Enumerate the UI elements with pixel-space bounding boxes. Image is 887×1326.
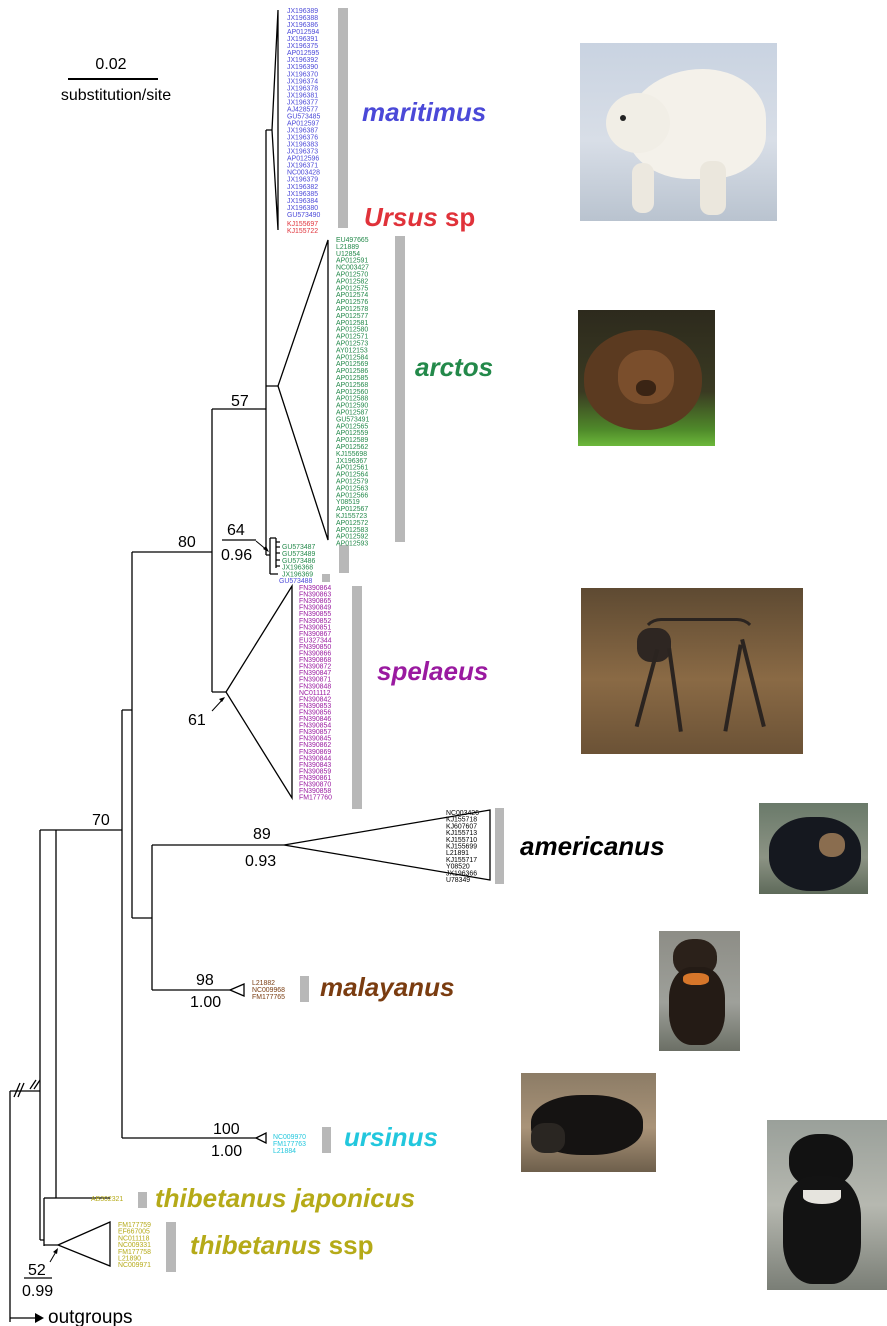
accession-maritimus: JX196385: [287, 191, 318, 198]
accession-maritimus: JX196374: [287, 78, 318, 85]
clade-label-thibetanus-ssp: thibetanus ssp: [190, 1230, 373, 1260]
support-98: 98: [196, 972, 214, 989]
accession-maritimus: AJ428577: [287, 106, 318, 113]
support-100: 100: [213, 1121, 240, 1138]
accession-maritimus: JX196381: [287, 92, 318, 99]
outgroups-label: outgroups: [48, 1307, 133, 1326]
accession-maritimus: AP012594: [287, 29, 319, 36]
accession-malayanus: FM177765: [252, 994, 285, 1001]
accession-maritimus: JX196389: [287, 8, 318, 15]
asiatic-black-bear-photo: [767, 1120, 887, 1290]
ursinus-bar: [322, 1127, 331, 1153]
accession-maritimus: JX196375: [287, 43, 318, 50]
malayanus-bar: [300, 976, 309, 1002]
scale-bar-unit: substitution/site: [61, 87, 171, 104]
arctos-small-bar: [339, 545, 349, 573]
thibetanus-ssp-bar: [166, 1222, 176, 1272]
clade-label-maritimus: maritimus: [362, 97, 486, 127]
accession-labels: JX196389JX196388JX196386AP012594JX196391…: [91, 8, 479, 1269]
clade-label-thibetanus-japonicus: thibetanus japonicus: [155, 1183, 415, 1213]
accession-maritimus: JX196391: [287, 36, 318, 43]
accession-thibetanus-japonicus: AB302321: [91, 1196, 123, 1203]
accession-ursus-sp: KJ155697: [287, 221, 318, 228]
support-values: 57 64 0.96 80 61 70 89 0.93 98 1.00 100 …: [22, 393, 276, 1300]
support-52: 52: [28, 1262, 46, 1279]
support-80: 80: [178, 534, 196, 551]
accession-maritimus: JX196384: [287, 198, 318, 205]
support-70: 70: [92, 812, 110, 829]
accession-americanus: U78349: [446, 877, 470, 884]
accession-maritimus: JX196379: [287, 177, 318, 184]
support-89-pp: 0.93: [245, 853, 276, 870]
support-61: 61: [188, 712, 206, 729]
outgroups: outgroups: [10, 1307, 133, 1326]
accession-maritimus: GU573485: [287, 113, 320, 120]
sloth-bear-photo: [521, 1073, 656, 1172]
scale-bar: 0.02 substitution/site: [61, 56, 171, 104]
accession-maritimus: JX196380: [287, 205, 318, 212]
accession-maritimus: JX196390: [287, 64, 318, 71]
clade-label-americanus: americanus: [520, 831, 665, 861]
arctos-bar: [395, 236, 405, 542]
clade-label-arctos: arctos: [415, 352, 493, 382]
accession-maritimus: AP012597: [287, 120, 319, 127]
accession-maritimus: JX196378: [287, 85, 318, 92]
clade-label-malayanus: malayanus: [320, 972, 454, 1002]
maritimus-single-bar: [322, 574, 330, 582]
spelaeus-bar: [352, 586, 362, 809]
accession-maritimus: JX196373: [287, 149, 318, 156]
accession-maritimus: AP012596: [287, 156, 319, 163]
support-89: 89: [253, 826, 271, 843]
accession-maritimus: JX196388: [287, 15, 318, 22]
scale-bar-value: 0.02: [95, 56, 126, 73]
americanus-bar: [495, 808, 504, 884]
accession-maritimus: JX196382: [287, 184, 318, 191]
support-100-pp: 1.00: [211, 1143, 242, 1160]
support-64: 64: [227, 522, 245, 539]
accession-maritimus: JX196386: [287, 22, 318, 29]
support-64-pp: 0.96: [221, 547, 252, 564]
accession-maritimus: GU573490: [287, 212, 320, 219]
accession-maritimus: JX196377: [287, 99, 318, 106]
support-52-pp: 0.99: [22, 1283, 53, 1300]
cave-bear-skeleton-photo: [581, 588, 803, 754]
brown-bear-photo: [578, 310, 715, 446]
accession-maritimus: JX196376: [287, 135, 318, 142]
accession-maritimus-single: GU573488: [279, 578, 312, 585]
accession-maritimus: JX196387: [287, 128, 318, 135]
accession-maritimus: JX196371: [287, 163, 318, 170]
polar-bear-photo: [580, 43, 777, 221]
clade-label-spelaeus: spelaeus: [377, 656, 488, 686]
accession-maritimus: JX196370: [287, 71, 318, 78]
sun-bear-photo: [659, 931, 740, 1051]
clade-label-ursus-sp: Ursus sp: [364, 202, 475, 232]
accession-maritimus: NC003428: [287, 170, 320, 177]
maritimus-bar: [338, 8, 348, 228]
japonicus-bar: [138, 1192, 147, 1208]
accession-maritimus: AP012595: [287, 50, 319, 57]
accession-spelaeus: FM177760: [299, 795, 332, 802]
clade-label-ursinus: ursinus: [344, 1122, 438, 1152]
accession-ursus-sp: KJ155722: [287, 228, 318, 235]
accession-maritimus: JX196392: [287, 57, 318, 64]
support-57: 57: [231, 393, 249, 410]
support-98-pp: 1.00: [190, 994, 221, 1011]
american-black-bear-photo: [759, 803, 868, 894]
accession-thibetanus-ssp: NC009971: [118, 1262, 151, 1269]
accession-ursinus: L21884: [273, 1148, 296, 1155]
accession-maritimus: JX196383: [287, 142, 318, 149]
accession-arctos: AP012593: [336, 541, 368, 548]
